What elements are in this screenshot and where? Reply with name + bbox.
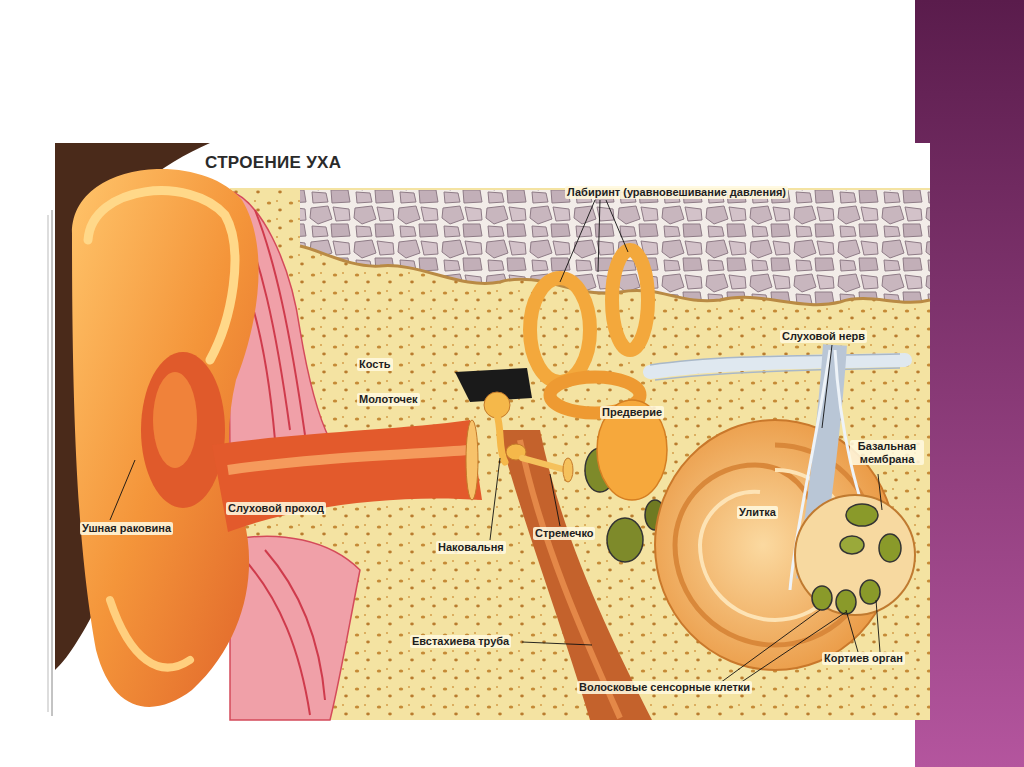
semicircular-canal: [530, 278, 590, 382]
part-label: Кость: [357, 358, 393, 371]
auricle: [72, 169, 259, 707]
part-label: Стремечко: [533, 527, 595, 540]
auditory-nerve: [650, 360, 905, 372]
part-label: Волосковые сенсорные клетки: [577, 681, 752, 694]
part-label: Кортиев орган: [822, 652, 905, 665]
part-label: Базальная мембрана: [850, 440, 924, 465]
part-label: Молоточек: [357, 393, 420, 406]
leader-lines: [110, 200, 882, 683]
part-label: Слуховой нерв: [780, 330, 867, 343]
diagram-title: СТРОЕНИЕ УХА: [205, 153, 341, 173]
side-bar: [915, 0, 1024, 767]
part-label: Наковальня: [436, 541, 506, 554]
part-label: Предверие: [600, 406, 664, 419]
stapes: [522, 458, 566, 470]
part-label: Ушная раковина: [80, 522, 173, 535]
semicircular-canal: [612, 250, 648, 350]
picture-frame: [55, 143, 930, 720]
cochlea-section: [795, 495, 915, 615]
part-label: Лабиринт (уравновешивание давления): [565, 186, 788, 199]
vestibule: [597, 400, 667, 500]
part-label: Улитка: [737, 506, 778, 519]
part-label: Евстахиева труба: [410, 635, 511, 648]
ear-canal: [212, 420, 482, 532]
part-label: Слуховой проход: [226, 502, 326, 515]
